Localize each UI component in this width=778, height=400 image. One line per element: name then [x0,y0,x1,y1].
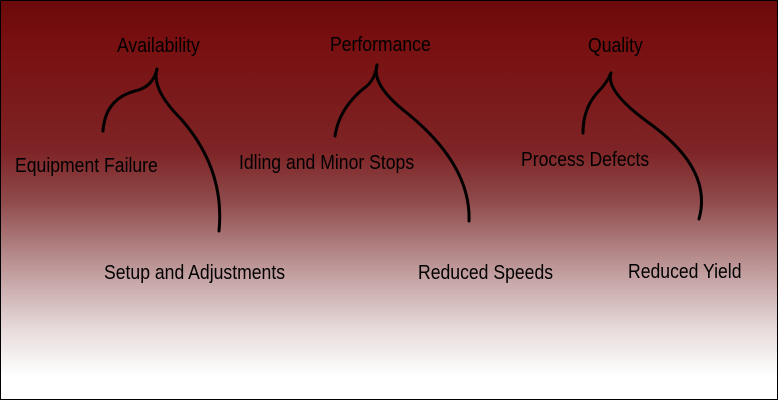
reduced-yield-label: Reduced Yield [628,261,742,283]
process-defects-label: Process Defects [521,149,650,171]
performance-heading: Performance [330,34,431,56]
setup-adjustments-label: Setup and Adjustments [104,262,286,284]
reduced-speeds-label: Reduced Speeds [418,262,554,284]
performance-right-branch [374,63,471,223]
quality-right-branch [608,71,703,221]
availability-heading: Availability [117,35,200,57]
quality-left-branch [581,71,613,135]
equipment-failure-label: Equipment Failure [15,155,158,177]
availability-left-branch [101,67,159,133]
idling-minor-stops-label: Idling and Minor Stops [239,152,415,174]
performance-left-branch [333,63,379,138]
quality-heading: Quality [588,35,643,57]
availability-right-branch [154,67,222,233]
